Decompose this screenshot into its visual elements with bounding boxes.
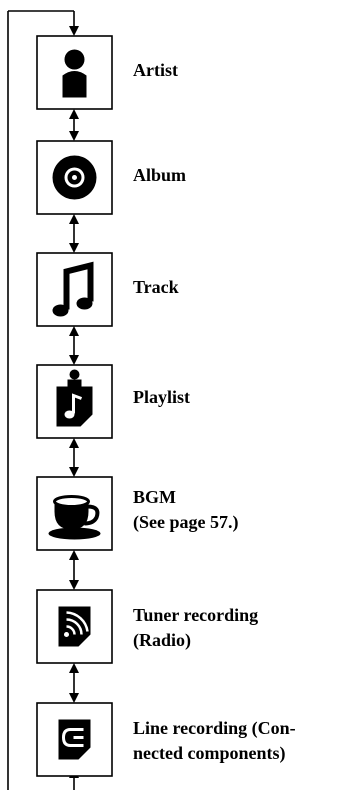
- bidirectional-arrow: [69, 550, 79, 590]
- menu-item-5: [36, 476, 113, 551]
- label-line: Artist: [133, 60, 178, 80]
- line-recording-icon: [58, 719, 91, 760]
- bidirectional-arrow: [69, 326, 79, 365]
- label-line: Line recording (Con-: [133, 718, 296, 738]
- menu-item-label: Track: [133, 275, 179, 300]
- label-line: BGM: [133, 487, 176, 507]
- menu-item-2: [36, 140, 113, 215]
- label-line: Tuner recording: [133, 605, 259, 625]
- track-icon: [52, 261, 94, 317]
- menu-item-7: [36, 702, 113, 777]
- label-line: (Radio): [133, 630, 191, 650]
- icon-box: [36, 252, 113, 327]
- bidirectional-arrow: [69, 438, 79, 477]
- label-line: (See page 57.): [133, 512, 239, 532]
- label-line: nected components): [133, 743, 286, 763]
- menu-item-label: Playlist: [133, 385, 190, 410]
- entry-arrow-down: [69, 26, 79, 36]
- label-line: Playlist: [133, 387, 190, 407]
- bidirectional-arrow: [69, 663, 79, 703]
- bidirectional-arrow: [69, 109, 79, 141]
- album-icon: [52, 155, 97, 200]
- artist-icon: [62, 49, 87, 98]
- label-line: Album: [133, 165, 187, 185]
- label-line: Track: [133, 277, 179, 297]
- menu-item-4: [36, 364, 113, 439]
- menu-item-label: Line recording (Con-nected components): [133, 716, 296, 766]
- menu-item-label: Album: [133, 163, 186, 188]
- menu-item-3: [36, 252, 113, 327]
- menu-item-label: BGM (See page 57.): [133, 485, 238, 535]
- menu-item-6: [36, 589, 113, 664]
- menu-item-label: Artist: [133, 58, 178, 83]
- menu-item-label: Tuner recording (Radio): [133, 603, 258, 653]
- playlist-icon: [56, 369, 93, 427]
- loop-back-connector: [7, 10, 75, 790]
- bidirectional-arrow: [69, 214, 79, 253]
- menu-item-1: [36, 35, 113, 110]
- bgm-icon: [48, 495, 101, 540]
- tuner-recording-icon: [58, 606, 91, 647]
